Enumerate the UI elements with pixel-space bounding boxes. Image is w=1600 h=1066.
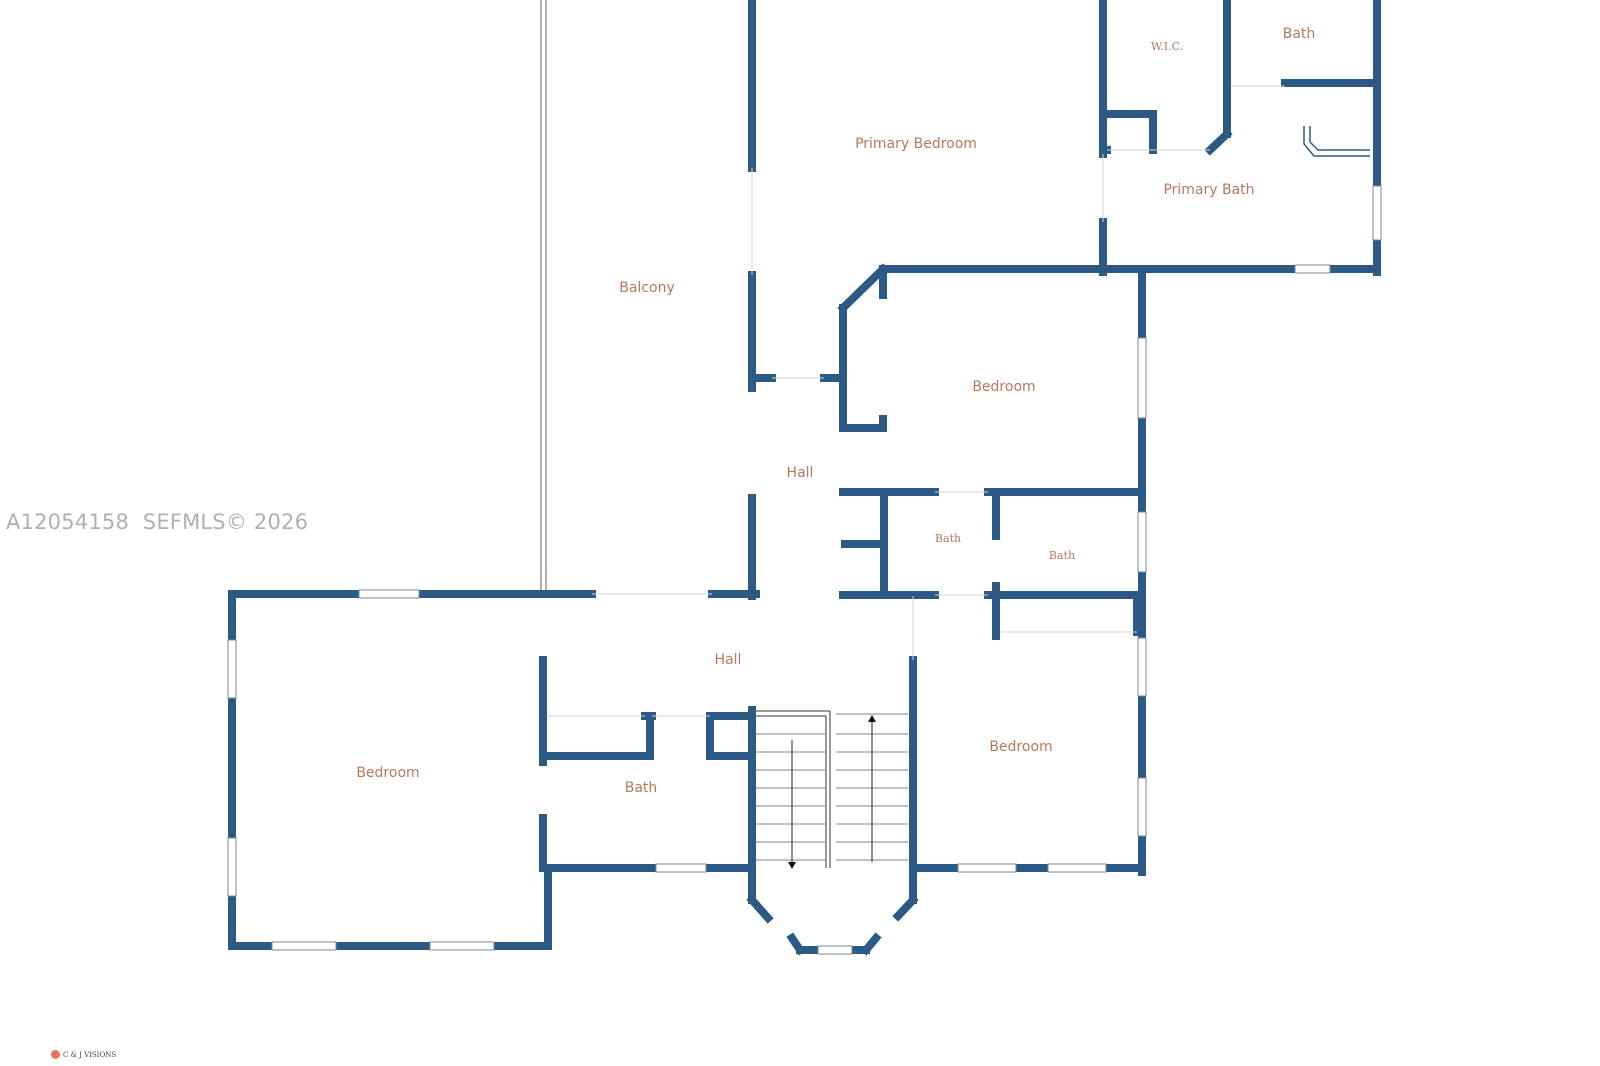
label-primary-bath: Primary Bath: [1163, 182, 1254, 198]
mls-watermark: A12054158 SEFMLS© 2026: [6, 510, 309, 534]
openings: [548, 85, 1285, 717]
label-bath-mid-right: Bath: [1049, 549, 1075, 562]
label-balcony: Balcony: [619, 280, 675, 296]
label-bedroom-east: Bedroom: [972, 379, 1035, 395]
logo-text: C & J VISIONS: [63, 1050, 117, 1059]
staircase: [756, 710, 908, 868]
stair-up-arrow-icon: [868, 715, 876, 722]
stair-down-arrow-icon: [788, 862, 796, 869]
orange-dot-logo-icon: [51, 1050, 60, 1059]
walls: [228, 0, 1381, 956]
label-bath-south: Bath: [625, 780, 658, 796]
label-bath-mid-left: Bath: [935, 532, 961, 545]
label-wic: W.I.C.: [1151, 40, 1183, 53]
label-primary-bedroom: Primary Bedroom: [855, 136, 977, 152]
room-labels: Primary Bedroom W.I.C. Bath Primary Bath…: [356, 26, 1315, 796]
label-bath-top: Bath: [1283, 26, 1316, 42]
windows: [227, 185, 1382, 955]
bathtub: [1303, 126, 1370, 157]
label-hall-south: Hall: [715, 652, 742, 668]
label-hall-north: Hall: [787, 465, 814, 481]
label-bedroom-southeast: Bedroom: [989, 739, 1052, 755]
label-bedroom-west: Bedroom: [356, 765, 419, 781]
company-logo: C & J VISIONS: [51, 1050, 116, 1059]
